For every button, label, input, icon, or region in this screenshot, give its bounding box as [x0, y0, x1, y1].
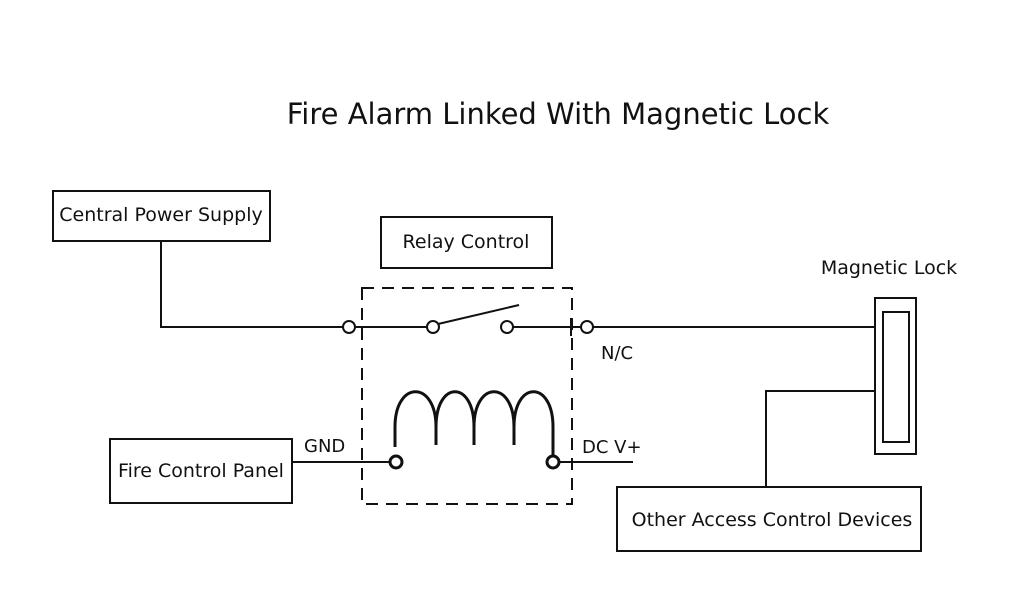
switch-contact-right: [500, 320, 514, 334]
relay-input-terminal: [342, 320, 356, 334]
power-supply-wire: [160, 241, 343, 328]
relay-enclosure: [361, 287, 573, 505]
nc-label: N/C: [601, 343, 633, 364]
other-access-control-devices-label: Other Access Control Devices: [632, 509, 913, 531]
magnetic-lock-body: [874, 297, 917, 455]
switch-contact-left: [426, 320, 440, 334]
gnd-terminal: [388, 454, 404, 470]
diagram-title: Fire Alarm Linked With Magnetic Lock: [287, 97, 830, 131]
relay-control-label: Relay Control: [403, 231, 530, 253]
nc-terminal: [580, 320, 594, 334]
lock-return-wire: [765, 390, 875, 487]
relay-control-node: Relay Control: [380, 216, 553, 269]
fire-control-panel-node: Fire Control Panel: [109, 438, 293, 504]
magnetic-lock-label: Magnetic Lock: [821, 257, 957, 279]
dc-v-plus-label: DC V+: [582, 437, 642, 458]
relay-control-box: [380, 216, 553, 269]
magnetic-lock-node: Magnetic Lock: [821, 257, 957, 455]
switch-blade: [437, 304, 520, 325]
fire-control-panel-box: [109, 438, 293, 504]
central-power-supply-label: Central Power Supply: [59, 204, 262, 226]
other-access-control-devices-node: Other Access Control Devices: [616, 486, 922, 552]
other-access-control-devices-box: [616, 486, 922, 552]
magnetic-lock-plate: [882, 311, 910, 443]
dc-v-plus-terminal: [545, 454, 561, 470]
relay-coil: [393, 390, 555, 455]
gnd-label: GND: [304, 436, 345, 457]
fire-control-panel-label: Fire Control Panel: [118, 460, 284, 482]
central-power-supply-node: Central Power Supply: [52, 190, 271, 242]
